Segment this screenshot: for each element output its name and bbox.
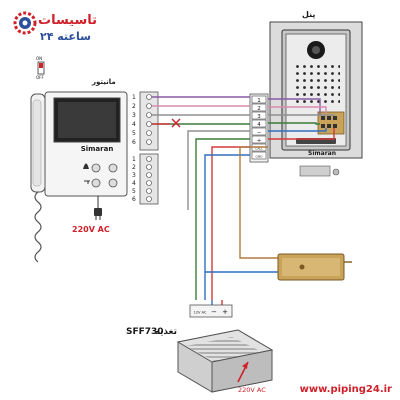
monitor-label: مانیتور (91, 78, 116, 86)
wire-panel-1 (268, 98, 321, 116)
panel-terminal-label: 4 (257, 122, 261, 128)
monitor-terminal-label: 4 (132, 121, 136, 128)
supply-terminal-label: − (211, 308, 217, 316)
monitor-terminal-label: 3 (132, 172, 136, 179)
monitor-terminal-label: 2 (132, 164, 136, 171)
panel-terminal-label: − (257, 130, 262, 136)
panel-terminal-label: + (257, 138, 262, 144)
wire-panel-plus (268, 128, 335, 140)
bell-icon (83, 163, 89, 169)
wire-panel-3 (268, 114, 335, 116)
outdoor-panel: Simaran (269, 21, 363, 177)
monitor-terminal-label: 1 (132, 156, 136, 163)
monitor-terminal-labels-top: 1 2 3 4 5 6 (132, 94, 136, 146)
monitor-brand: Simaran (81, 145, 114, 153)
dip-switch-off-label: OFF (36, 75, 44, 80)
gear-icon (13, 11, 37, 35)
monitor-button-brightness[interactable] (108, 178, 118, 188)
supply-terminal-label: 12V AC (193, 311, 207, 315)
supply-model: SFF730 (126, 327, 164, 337)
monitor-button-monitor[interactable] (108, 163, 118, 173)
arrow-icon (237, 361, 249, 383)
monitor-power-plug (94, 196, 102, 220)
supply-label-prefix: تغذیه (155, 327, 178, 337)
supply-terminals: 12V AC − + (189, 304, 233, 318)
logo-line1: تاسیسات (38, 13, 97, 28)
cut-mark-icon (171, 118, 181, 128)
website-link[interactable]: www.piping24.ir (300, 384, 392, 395)
panel-terminal-label: GND (256, 155, 264, 159)
monitor-terminal-label: 3 (132, 112, 136, 119)
key-icon (84, 180, 90, 184)
wire-panel-2 (268, 106, 327, 116)
plug-icon (94, 208, 102, 216)
wire-panel-4 (268, 122, 320, 125)
monitor-terminal-label: 5 (132, 188, 136, 195)
panel-terminal-label: CALL (255, 147, 263, 151)
monitor-terminal-label: 4 (132, 180, 136, 187)
monitor-terminal-label: 5 (132, 130, 136, 137)
dip-switch: ON OFF (36, 56, 44, 80)
handset-cord (34, 191, 42, 263)
logo: تاسیسات ۲۴ ساعته (13, 11, 97, 43)
speaker-grille (292, 64, 340, 104)
power-supply-unit (176, 329, 274, 393)
supply-terminal-label: + (222, 308, 228, 316)
panel-terminal-label: 2 (257, 106, 261, 112)
panel-terminal-label: 3 (257, 114, 261, 120)
panel-terminal-strip: 1 2 3 4 − + CALL GND (249, 93, 269, 163)
panel-label: پنل (302, 10, 315, 19)
monitor-terminal-label: 6 (132, 139, 136, 146)
wire-bus-blue (204, 154, 250, 300)
monitor-power-label: 220V AC (72, 225, 110, 234)
monitor-button-unlock[interactable] (91, 163, 101, 173)
wire-bus-green (195, 138, 250, 300)
monitor-terminal-label: 6 (132, 196, 136, 203)
monitor-button-volume[interactable] (91, 178, 101, 188)
monitor-terminal-label: 1 (132, 94, 136, 101)
wire-panel-minus (268, 128, 327, 132)
wire-buzzer-brown (239, 146, 278, 259)
monitor-terminal-labels-bottom: 1 2 3 4 5 6 (132, 156, 136, 203)
logo-line2: ۲۴ ساعته (40, 30, 91, 43)
wire-bus-gray (187, 130, 250, 210)
monitor-terminal-block-bottom: 1 2 3 4 5 6 (132, 153, 159, 205)
wire-bus-red (211, 146, 250, 300)
monitor-terminal-block-top: 1 2 3 4 5 6 (132, 91, 159, 151)
panel-brand: Simaran (308, 150, 336, 157)
monitor-terminal-label: 2 (132, 103, 136, 110)
screw-icon (299, 264, 305, 270)
indoor-monitor: Simaran (30, 91, 128, 263)
door-lock (277, 253, 352, 281)
dip-switch-on-label: ON (36, 56, 42, 61)
panel-terminal-label: 1 (257, 98, 261, 104)
wires (152, 96, 335, 305)
supply-input-label: 220V AC (238, 386, 266, 394)
